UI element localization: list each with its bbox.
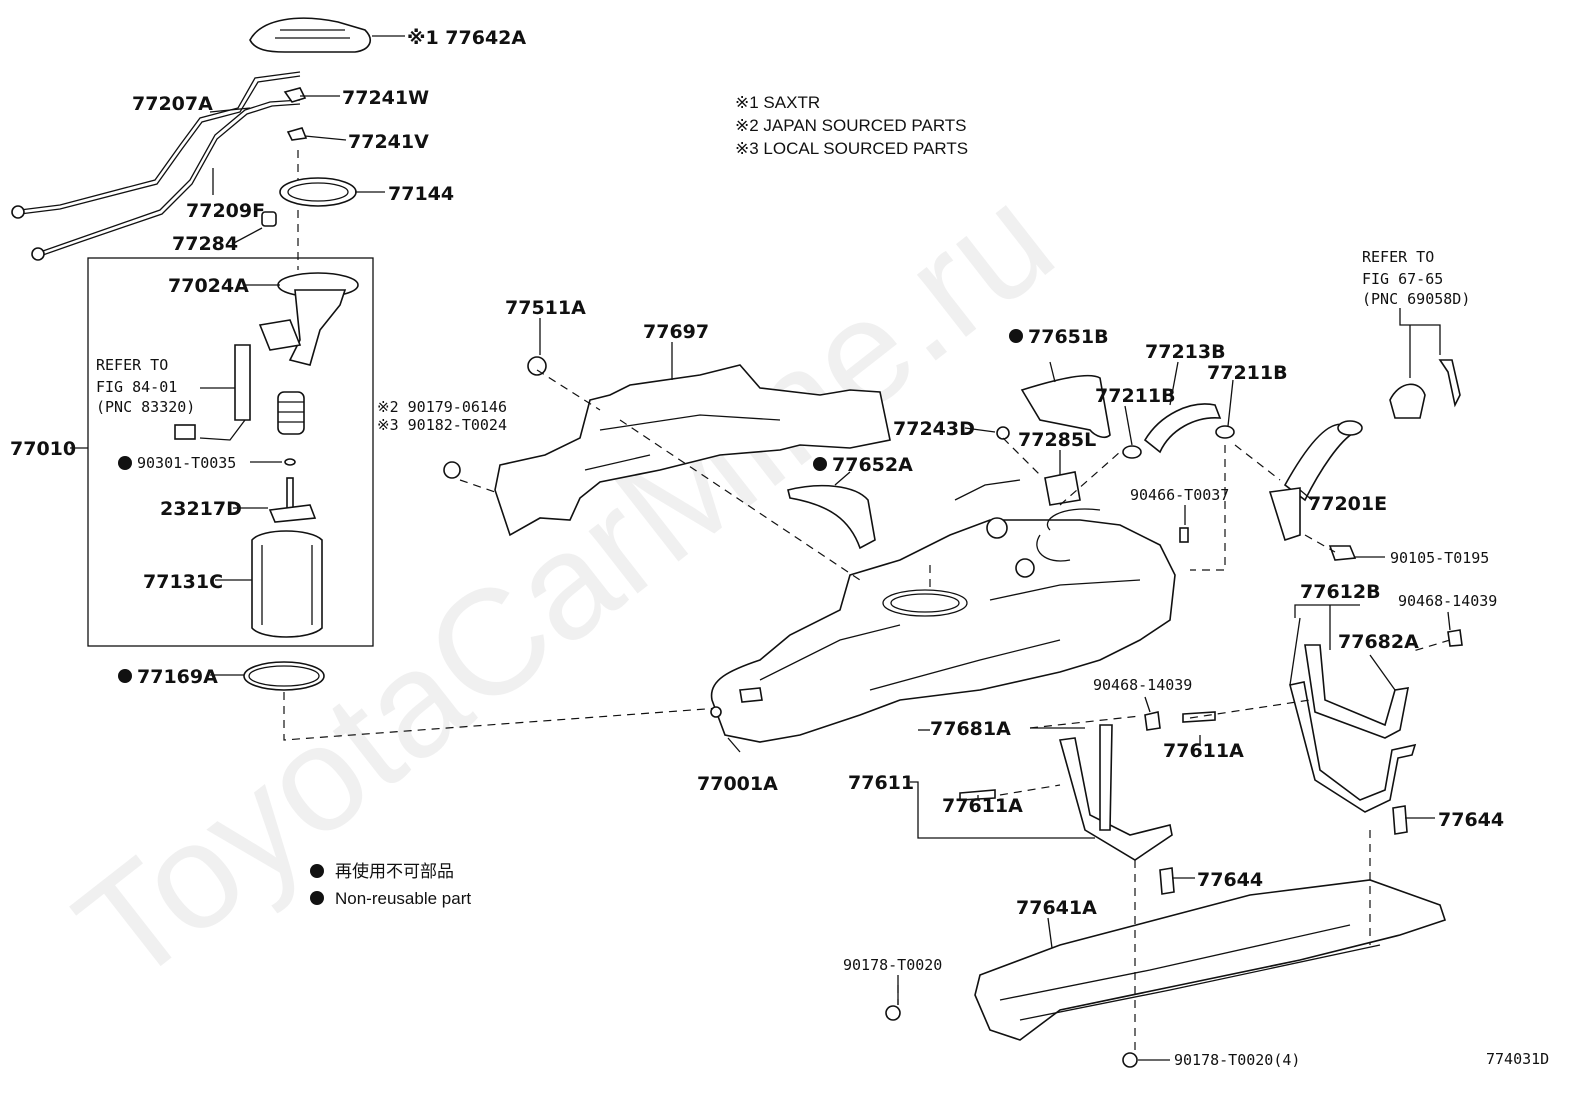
legend-en: Non-reusable part [335,889,471,908]
part-label: 77611A [942,795,1023,817]
part-label: 90178-T0020(4) [1174,1051,1300,1069]
refer-lock-line-2: FIG 67-65 [1362,270,1443,288]
refer-fuel-line-2: FIG 84-01 [96,378,177,396]
part-label: 77641A [1016,897,1097,919]
part-label: 77682A [1338,631,1419,653]
fuel-pump-assembly [11,17,761,741]
part-label: 77651B [1028,326,1109,348]
notes: ※1 SAXTR ※2 JAPAN SOURCED PARTS ※3 LOCAL… [735,93,968,158]
legend-dot-icon [310,891,324,905]
note-2: ※2 JAPAN SOURCED PARTS [735,116,967,135]
part-label: 77144 [388,183,454,205]
leader-lines [70,35,1451,1061]
refer-lock-line-1: REFER TO [1362,248,1434,266]
tank-straps [1058,644,1417,861]
part-label: 77241W [342,87,429,109]
part-label: 90178-T0020 [843,956,942,974]
non-reusable-dot-icon [1009,329,1023,343]
refer-lock-line-3: (PNC 69058D) [1362,290,1470,308]
non-reusable-dot-icon [118,456,132,470]
part-label: 90468-14039 [1398,592,1497,610]
legend-dot-icon [310,864,324,878]
part-label: 77131C [143,571,223,593]
part-label: 77697 [643,321,709,343]
non-reusable-dot-icon [813,457,827,471]
part-label: 77243D [893,418,975,440]
part-label: 77207A [132,93,213,115]
part-label: 77681A [930,718,1011,740]
figure-id: 774031D [1486,1050,1549,1068]
non-reusable-dot-icon [118,669,132,683]
part-label: 77213B [1145,341,1226,363]
part-label: 77169A [137,666,218,688]
part-label: 90301-T0035 [137,454,236,472]
part-label: 77612B [1300,581,1381,603]
part-label: 77024A [168,275,249,297]
part-label: 90105-T0195 [1390,549,1489,567]
note-3: ※3 LOCAL SOURCED PARTS [735,139,968,158]
part-label: 77201E [1308,493,1387,515]
part-label: 23217D [160,498,242,520]
refer-fuel-line-3: (PNC 83320) [96,398,195,416]
legend-jp: 再使用不可部品 [335,861,454,881]
part-labels: ※1 77642A 77207A 77241W 77241V 77144 772… [10,27,1504,1069]
part-label: 77241V [348,131,429,153]
legend: 再使用不可部品 Non-reusable part [310,861,471,908]
filler-pipe-assembly [954,359,1461,562]
part-label: 77001A [697,773,778,795]
part-label: 77511A [505,297,586,319]
part-label: 77652A [832,454,913,476]
part-label: ※2 90179-06146 [377,398,507,416]
part-label: 90466-T0037 [1130,486,1229,504]
part-label: 77285L [1018,429,1096,451]
part-label: 77611 [848,772,914,794]
assembly-dashed-lines [459,369,1451,1050]
part-label: 77209F [186,200,265,222]
part-label: 77211B [1095,385,1176,407]
refer-fuel: REFER TO FIG 84-01 (PNC 83320) [96,356,195,416]
part-label: 77644 [1438,809,1504,831]
shield-pad-77652A [787,484,876,550]
fasteners [443,356,1463,1068]
skid-plate-77641A [974,879,1447,1041]
part-label: 77644 [1197,869,1263,891]
part-label: 77010 [10,438,76,460]
part-label: ※3 90182-T0024 [377,416,507,434]
part-label: 77284 [172,233,238,255]
part-label: 77611A [1163,740,1244,762]
note-1: ※1 SAXTR [735,93,820,112]
refer-lock: REFER TO FIG 67-65 (PNC 69058D) [1362,248,1470,308]
part-label: 90468-14039 [1093,676,1192,694]
refer-fuel-line-1: REFER TO [96,356,168,374]
part-label: ※1 77642A [407,27,526,49]
fuel-tank [710,517,1176,743]
part-label: 77211B [1207,362,1288,384]
tank-heat-shield [494,364,891,537]
